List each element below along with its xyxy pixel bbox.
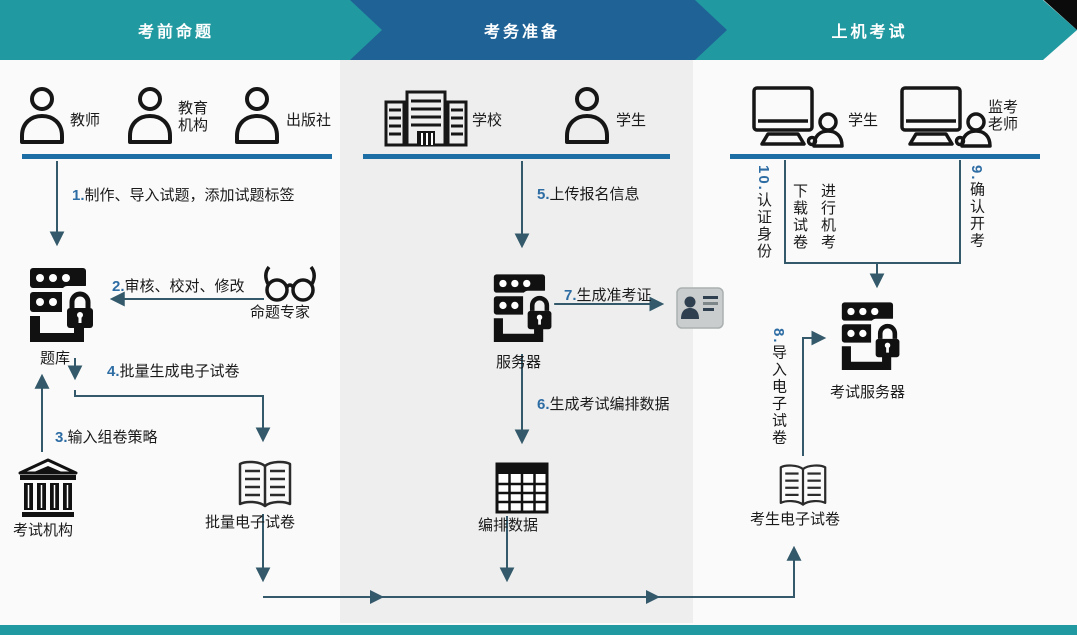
step-8-label: 8.导入电子试卷	[770, 328, 787, 447]
mid-arrowhead-1	[370, 590, 384, 604]
entity-label-arrangement-data: 编排数据	[478, 517, 539, 534]
step-7-label: 7.生成准考证	[564, 287, 652, 304]
computer-user-icon	[752, 86, 844, 148]
phase-title: 考务准备	[483, 24, 560, 41]
bottom-accent-bar	[0, 625, 1077, 635]
phase-title: 考前命题	[137, 24, 214, 41]
server-lock-icon	[840, 294, 904, 382]
bank-building-icon	[16, 458, 80, 520]
step-1-label: 1.制作、导入试题，添加试题标签	[72, 187, 295, 204]
phase-title: 上机考试	[831, 24, 908, 41]
entity-label-candidate-epaper: 考生电子试卷	[750, 511, 841, 528]
person-icon	[563, 86, 611, 146]
actor-label-edu-org: 教育机构	[178, 100, 209, 135]
entity-label-exam-server: 考试服务器	[830, 384, 906, 401]
step-9-label: 9.确认开考	[968, 165, 985, 250]
actor-label-publisher: 出版社	[286, 112, 332, 129]
actor-label-student: 学生	[616, 112, 647, 129]
glasses-icon	[262, 264, 318, 304]
data-table-icon	[495, 462, 549, 514]
step-5-label: 5.上传报名信息	[537, 186, 640, 203]
step-6-label: 6.生成考试编排数据	[537, 396, 670, 413]
entity-label-expert: 命题专家	[250, 304, 311, 321]
arrow-bottom-flow	[263, 545, 802, 598]
person-icon	[233, 86, 281, 146]
server-lock-icon	[492, 266, 556, 354]
step-2-label: 2.审核、校对、修改	[112, 278, 245, 295]
open-book-icon	[236, 458, 294, 512]
entity-label-exam-institution: 考试机构	[13, 522, 74, 539]
actor-bar-middle	[363, 154, 670, 159]
open-book-icon	[777, 462, 829, 510]
arrow-step8	[802, 330, 827, 456]
actor-label-proctor: 监考老师	[988, 99, 1019, 134]
actor-bar-left	[22, 154, 332, 159]
server-lock-icon	[28, 262, 98, 352]
step-take-exam-label: 进行机考	[819, 183, 836, 251]
phase-banner-preparation: 考务准备	[345, 0, 727, 60]
phase-banner-exam: 上机考试	[692, 0, 1077, 60]
step-4-label: 4.批量生成电子试卷	[107, 363, 240, 380]
entity-label-batch-epapers: 批量电子试卷	[205, 514, 296, 531]
step-10-label: 10.认证身份	[755, 165, 772, 260]
mid-arrowhead-2	[646, 590, 660, 604]
actor-label-school: 学校	[472, 112, 503, 129]
entity-label-server: 服务器	[496, 354, 542, 371]
entity-label-question-bank: 题库	[40, 350, 71, 367]
actor-label-exam-student: 学生	[848, 112, 879, 129]
school-building-icon	[384, 90, 468, 148]
bracket-steps-9-10	[784, 160, 961, 264]
id-card-icon	[676, 287, 724, 329]
actor-bar-right	[730, 154, 1040, 159]
arrow-step4b	[74, 390, 271, 443]
step-3-label: 3.输入组卷策略	[55, 429, 158, 446]
actor-label-teacher: 教师	[70, 112, 101, 129]
step-download-label: 下载试卷	[791, 183, 808, 251]
phase-banner-authoring: 考前命题	[0, 0, 382, 60]
person-icon	[126, 86, 174, 146]
computer-user-icon	[900, 86, 992, 148]
person-icon	[18, 86, 66, 146]
